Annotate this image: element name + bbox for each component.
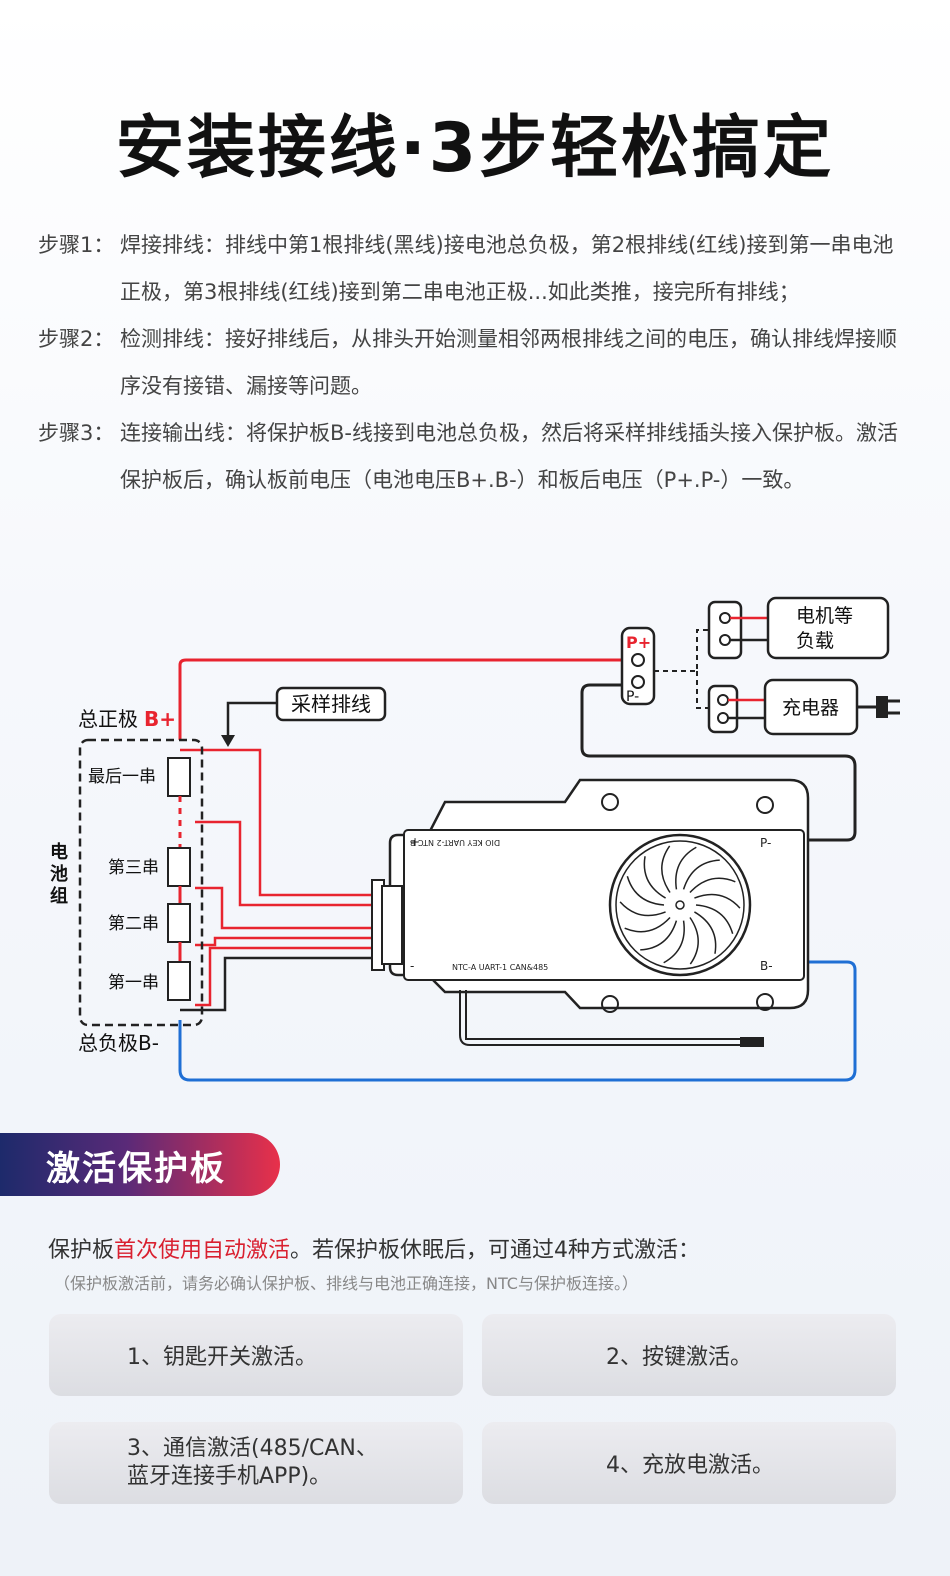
sampling-label-box (275, 686, 387, 722)
cell-last: 最后一串 (88, 757, 191, 797)
p-minus-wire (580, 683, 857, 842)
activation-heading: 激活保护板 (46, 1149, 226, 1189)
charger-label: 充电器 (782, 697, 839, 719)
fan-blade (626, 876, 665, 906)
sampling-wires (180, 748, 375, 1007)
fan-blade (661, 845, 671, 893)
step-3-label: 步骤3： (38, 421, 115, 445)
method-card-4: 4、充放电激活。 (482, 1422, 896, 1504)
step-1-label: 步骤1： (38, 233, 115, 257)
intro-part-1: 保护板 (48, 1238, 115, 1263)
total-negative-label: 总负极B- (78, 1031, 159, 1055)
fan-blade (643, 856, 666, 899)
fan-blade (694, 911, 717, 954)
cell-second: 第二串 (108, 903, 191, 943)
method-3-text-2: 蓝牙连接手机APP)。 (127, 1464, 332, 1489)
fan-blade (675, 846, 697, 890)
fan-blade (689, 917, 699, 965)
steps-list: 步骤1： 焊接排线：排线中第1根排线(黑线)接电池总负极，第2根排线(红线)接到… (38, 222, 913, 504)
svg-text:第一串: 第一串 (108, 973, 159, 993)
protection-board (371, 778, 810, 1047)
method-card-2: 2、按键激活。 (482, 1314, 896, 1396)
method-1-text: 1、钥匙开关激活。 (127, 1345, 317, 1370)
board-top-labels: DIO KEY UART-2 NTC-B (410, 838, 500, 847)
load-box (766, 596, 890, 660)
fan-blade (619, 901, 666, 917)
page-title: 安装接线·3步轻松搞定 (115, 109, 835, 188)
step-1-text: 焊接排线：排线中第1根排线(黑线)接电池总负极，第2根排线(红线)接到第一串电池… (120, 233, 894, 304)
step-2-label: 步骤2： (38, 327, 115, 351)
method-card-3: 3、通信激活(485/CAN、 蓝牙连接手机APP)。 (49, 1422, 463, 1504)
load-label-1: 电机等 (796, 605, 853, 627)
svg-text:电池组: 电池组 (50, 841, 68, 907)
step-3: 步骤3： 连接输出线：将保护板B-线接到电池总负极，然后将采样排线插头接入保护板… (38, 410, 913, 504)
activation-banner: 激活保护板 (0, 1133, 280, 1196)
load-connector (654, 629, 708, 709)
step-2: 步骤2： 检测排线：接好排线后，从排头开始测量相邻两根排线之间的电压，确认排线焊… (38, 316, 913, 410)
p-plus-label: P+ (626, 633, 651, 652)
intro-part-2: 。若保护板休眠后，可通过4种方式激活： (290, 1238, 701, 1263)
sampling-arrow (226, 701, 278, 738)
cell-first: 第一串 (108, 961, 191, 1001)
wiring-diagram: 采样排线 总正极 B+ 总负极B- 电池组 最后一串 第三串 第二串 第一串 P… (50, 596, 900, 1082)
fan-blade (695, 904, 734, 934)
method-card-1: 1、钥匙开关激活。 (49, 1314, 463, 1396)
board-bottom-labels: NTC-A UART-1 CAN&485 (452, 963, 548, 972)
cell-third: 第三串 (108, 847, 191, 887)
svg-text:第三串: 第三串 (108, 858, 159, 878)
p-minus-label: P- (626, 689, 639, 705)
method-2-text: 2、按键激活。 (606, 1345, 752, 1370)
board-p-label: P- (760, 836, 771, 850)
board-minus-label: - (410, 959, 414, 973)
step-1: 步骤1： 焊接排线：排线中第1根排线(黑线)接电池总负极，第2根排线(红线)接到… (38, 222, 913, 316)
b-plus-wire (178, 658, 625, 740)
activation-note: （保护板激活前，请务必确认保护板、排线与电池正确连接，NTC与保护板连接。） (54, 1274, 638, 1293)
svg-text:第二串: 第二串 (108, 914, 159, 934)
method-3-text-1: 3、通信激活(485/CAN、 (127, 1436, 378, 1461)
total-positive-label: 总正极 (78, 707, 138, 731)
activation-intro: 保护板首次使用自动激活。若保护板休眠后，可通过4种方式激活： (48, 1232, 700, 1264)
battery-pack-box (78, 738, 204, 1027)
battery-pack-label: 电池组 (50, 841, 68, 907)
step-2-text: 检测排线：接好排线后，从排头开始测量相邻两根排线之间的电压，确认排线焊接顺序没有… (120, 327, 897, 398)
sampling-arrowhead (221, 735, 235, 747)
fan-blade (640, 920, 678, 951)
board-b-label: B- (760, 959, 773, 973)
b-minus-wire (178, 960, 857, 1082)
sampling-label: 采样排线 (291, 692, 371, 716)
board-plus-label: + (410, 835, 420, 849)
intro-highlight: 首次使用自动激活 (114, 1238, 291, 1263)
plug-icon (857, 696, 900, 718)
method-4-text: 4、充放电激活。 (606, 1453, 774, 1478)
step-3-text: 连接输出线：将保护板B-线接到电池总负极，然后将采样排线插头接入保护板。激活保护… (120, 421, 898, 492)
fan-blade (624, 916, 671, 933)
fan-blade (694, 893, 741, 909)
load-label-2: 负载 (796, 630, 834, 652)
fan-blade (682, 859, 720, 890)
svg-text:最后一串: 最后一串 (88, 767, 156, 787)
fan-blade (663, 920, 685, 964)
fan-blade (689, 877, 736, 894)
b-plus-label: B+ (144, 707, 176, 731)
